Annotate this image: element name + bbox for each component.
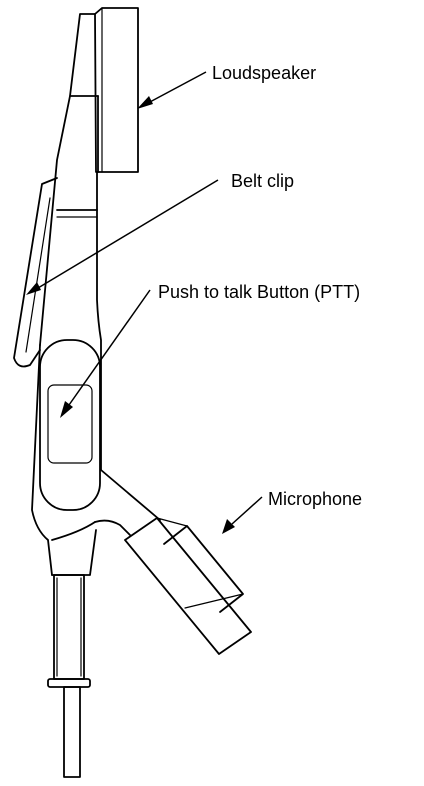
microphone-arrowhead xyxy=(222,519,235,534)
microphone-leader xyxy=(231,496,263,525)
ptt-label: Push to talk Button (PTT) xyxy=(158,282,360,302)
ptt-arrowhead xyxy=(60,401,73,418)
belt-clip-arrowhead xyxy=(26,282,41,295)
microphone-callout: Microphone xyxy=(222,489,362,534)
ptt-callout: Push to talk Button (PTT) xyxy=(60,282,360,418)
ptt-housing xyxy=(39,339,101,511)
loudspeaker xyxy=(94,7,139,173)
loudspeaker-callout: Loudspeaker xyxy=(137,63,316,109)
microphone xyxy=(124,517,252,655)
belt-clip-label: Belt clip xyxy=(231,171,294,191)
device-body-lower xyxy=(31,344,161,576)
belt-clip xyxy=(13,177,58,368)
device-body-upper xyxy=(39,13,102,471)
belt-clip-callout: Belt clip xyxy=(26,171,294,295)
cable xyxy=(47,574,91,778)
loudspeaker-leader xyxy=(147,71,207,104)
microphone-label: Microphone xyxy=(268,489,362,509)
belt-clip-leader xyxy=(37,179,219,289)
ptt-leader xyxy=(68,289,151,406)
loudspeaker-label: Loudspeaker xyxy=(212,63,316,83)
loudspeaker-arrowhead xyxy=(137,96,153,109)
